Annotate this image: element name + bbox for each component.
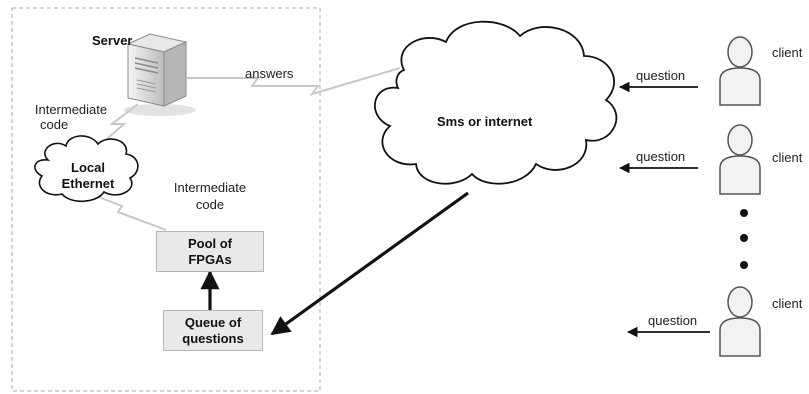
question-label-2: question	[636, 149, 686, 164]
pool-line-1: Pool of	[187, 235, 233, 251]
intermediate-code-top-label: Intermediate code	[32, 102, 110, 132]
client-label-3: client	[772, 296, 803, 311]
intermediate-code-mid-line-2: code	[195, 197, 225, 212]
intermediate-code-mid-line-1: Intermediate	[173, 180, 247, 195]
queue-of-questions-box: Queue of questions	[163, 310, 263, 351]
server-zone-border	[11, 7, 321, 392]
server-ethernet-link	[91, 103, 139, 153]
local-ethernet-line-1: Local	[71, 160, 105, 175]
queue-line-2: questions	[182, 330, 244, 346]
ellipsis-dot-2	[740, 234, 748, 242]
client-icon-3	[719, 286, 761, 357]
answers-link	[186, 67, 401, 96]
client-label-1: client	[772, 45, 803, 60]
server-icon	[124, 33, 196, 116]
intermediate-code-top-line-2: code	[40, 117, 69, 132]
answers-label: answers	[245, 66, 294, 81]
client-icon-1	[719, 36, 761, 106]
client-icon-2	[719, 124, 761, 195]
server-label: Server	[92, 33, 133, 48]
internet-cloud	[374, 20, 618, 185]
intermediate-code-mid-label: Intermediate code	[166, 179, 254, 213]
internet-cloud-label: Sms or internet	[437, 114, 533, 129]
client-label-2: client	[772, 150, 803, 165]
ellipsis-dot-1	[740, 209, 748, 217]
ellipsis-dot-3	[740, 261, 748, 269]
pool-of-fpgas-box: Pool of FPGAs	[156, 231, 264, 272]
queue-line-1: Queue of	[184, 314, 242, 330]
question-label-3: question	[648, 313, 698, 328]
ethernet-pool-link	[95, 195, 167, 231]
intermediate-code-top-line-1: Intermediate	[34, 102, 108, 117]
local-ethernet-line-2: Ethernet	[61, 176, 115, 191]
pool-line-2: FPGAs	[188, 251, 232, 267]
local-ethernet-label: Local Ethernet	[50, 160, 126, 192]
cloud-to-queue-arrow	[270, 191, 469, 336]
question-label-1: question	[636, 68, 686, 83]
local-ethernet-cloud	[34, 135, 139, 203]
